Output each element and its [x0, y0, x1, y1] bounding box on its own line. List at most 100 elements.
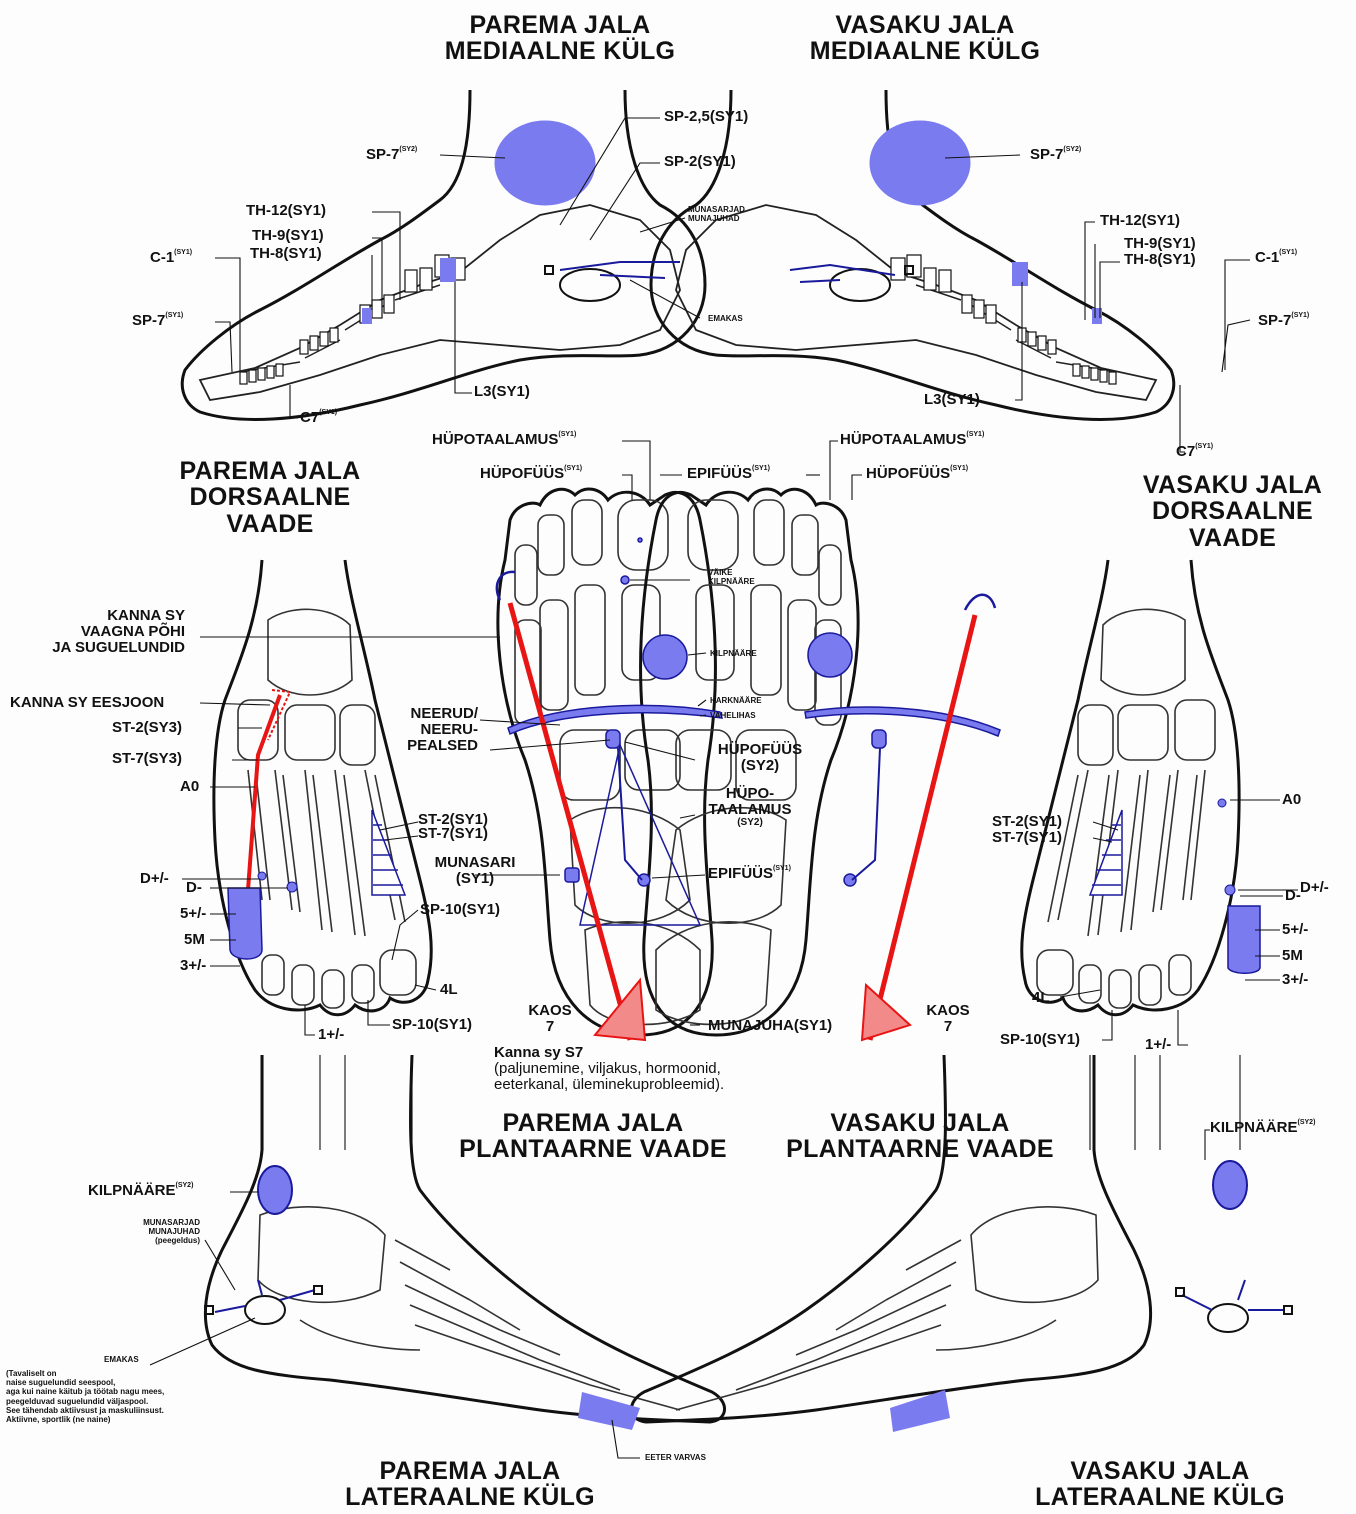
- title-line: PAREMA JALA: [320, 1458, 620, 1484]
- label-line: (paljunemine, viljakus, hormoonid,: [494, 1061, 724, 1077]
- five-m-zone-left: [1228, 906, 1260, 973]
- label-line: peegelduvad suguelundid väljaspool.: [6, 1397, 164, 1406]
- label-sp10-left: SP-10(SY1): [1000, 1032, 1080, 1048]
- label-line: eeterkanal, üleminekuprobleemid).: [494, 1077, 724, 1093]
- title-line: MEDIAALNE KÜLG: [785, 38, 1065, 64]
- label-th9-right: TH-9(SY1): [252, 228, 324, 244]
- uterus-medial-right: [545, 262, 680, 301]
- label-munajuha: MUNAJUHA(SY1): [708, 1018, 832, 1034]
- label-superscript: (SY1): [1195, 443, 1213, 450]
- label-text: EPIFÜÜS: [687, 465, 752, 482]
- label-munasarjad-lateral: MUNASARJAD MUNAJUHAD (peegeldus): [100, 1218, 200, 1246]
- label-sp10-right-bottom: SP-10(SY1): [392, 1017, 472, 1033]
- label-line: aga kui naine käitub ja töötab nagu mees…: [6, 1387, 164, 1396]
- label-eeter-varvas: EETER VARVAS: [645, 1453, 706, 1462]
- label-text: HÜPOTAALAMUS: [432, 431, 558, 448]
- label-line: 7: [520, 1019, 580, 1035]
- label-st7-sy3: ST-7(SY3): [112, 751, 182, 767]
- label-line: (SY2): [700, 758, 820, 774]
- label-st2-sy3: ST-2(SY3): [112, 720, 182, 736]
- label-vahelihas: VAHELIHAS: [710, 711, 756, 720]
- hypofyys-zone-right: [606, 730, 620, 748]
- title-line: DORSAALNE: [1120, 498, 1345, 524]
- label-a0-left: A0: [1282, 792, 1301, 808]
- label-text: C7: [300, 409, 319, 426]
- epifyys-zone-right: [638, 874, 650, 886]
- title-line: LATERAALNE KÜLG: [320, 1484, 620, 1510]
- label-superscript: (SY1): [752, 465, 770, 472]
- label-kilpnaare-lateral-left: KILPNÄÄRE(SY2): [1210, 1120, 1315, 1136]
- label-text: EPIFÜÜS: [708, 865, 773, 882]
- left-dorsal-foot: [1022, 560, 1239, 1015]
- label-line: KAOS: [918, 1003, 978, 1019]
- label-five-right: 5+/-: [180, 906, 206, 922]
- kilpnaare-zone-lateral-right: [258, 1166, 292, 1214]
- label-kaos-right: KAOS 7: [520, 1003, 580, 1035]
- label-superscript: (SY2): [1298, 1119, 1316, 1126]
- label-line: VÄIKE: [708, 568, 755, 577]
- label-kanna-sy: KANNA SY VAAGNA PÕHI JA SUGUELUNDID: [20, 608, 185, 655]
- label-hypofyys-right: HÜPOFÜÜS(SY1): [480, 466, 582, 482]
- sp7-sy2-zone-left: [870, 121, 970, 205]
- label-kanna-s7: Kanna sy S7 (paljunemine, viljakus, horm…: [494, 1045, 724, 1092]
- label-text: SP-7: [1258, 312, 1291, 329]
- label-text: C-1: [150, 249, 174, 266]
- title-line: VASAKU JALA: [1010, 1458, 1310, 1484]
- title-line: VASAKU JALA: [765, 1110, 1075, 1136]
- label-emakas-medial: EMAKAS: [708, 314, 743, 323]
- label-text: HÜPOTAALAMUS: [840, 431, 966, 448]
- kanna-sy-line-dorsal-right: [248, 695, 280, 890]
- label-dpm-left: D+/-: [1300, 880, 1329, 896]
- label-line: HÜPO-: [700, 786, 800, 802]
- label-hypotalamus-sy2: HÜPO- TAALAMUS (SY2): [700, 786, 800, 828]
- label-line: MUNAJUHAD: [100, 1227, 200, 1236]
- title-left-lateral: VASAKU JALA LATERAALNE KÜLG: [1010, 1458, 1310, 1511]
- title-line: PAREMA JALA: [438, 1110, 748, 1136]
- label-line: (SY1): [420, 871, 530, 887]
- label-superscript: (SY1): [564, 465, 582, 472]
- label-one-left: 1+/-: [1145, 1037, 1171, 1053]
- title-line: PAREMA JALA: [420, 12, 700, 38]
- title-line: VASAKU JALA: [785, 12, 1065, 38]
- label-superscript: (SY1): [174, 249, 192, 256]
- uterus-lateral-right: [205, 1280, 322, 1324]
- title-line: MEDIAALNE KÜLG: [420, 38, 700, 64]
- label-st7-sy1-left: ST-7(SY1): [992, 830, 1062, 846]
- label-superscript: (SY1): [165, 312, 183, 319]
- label-superscript: (SY1): [773, 865, 791, 872]
- label-text: C-1: [1255, 249, 1279, 266]
- eeter-varvas-zone-right: [578, 1392, 640, 1430]
- th-zone-right: [362, 308, 372, 324]
- label-superscript: (SY2): [176, 1182, 194, 1189]
- label-three-right: 3+/-: [180, 958, 206, 974]
- label-sp10-right-top: SP-10(SY1): [420, 902, 500, 918]
- title-line: PLANTAARNE VAADE: [438, 1136, 748, 1162]
- label-hypofyys-sy2: HÜPOFÜÜS (SY2): [700, 742, 820, 774]
- title-left-plantar: VASAKU JALA PLANTAARNE VAADE: [765, 1110, 1075, 1163]
- kilpnaare-zone-left: [808, 633, 852, 677]
- title-left-dorsal: VASAKU JALA DORSAALNE VAADE: [1120, 472, 1345, 551]
- label-sp7-sy2-left: SP-7(SY2): [1030, 147, 1081, 163]
- label-kanna-eesjoon: KANNA SY EESJOON: [10, 695, 164, 711]
- label-line: (Tavaliselt on: [6, 1369, 164, 1378]
- kilpnaare-zone-lateral-left: [1213, 1161, 1247, 1209]
- label-l3-right: L3(SY1): [474, 384, 530, 400]
- label-line: MUNASARJAD: [688, 205, 745, 214]
- label-line: TAALAMUS: [700, 802, 800, 818]
- label-superscript: (SY1): [1279, 249, 1297, 256]
- label-st2-sy1-left: ST-2(SY1): [992, 814, 1062, 830]
- label-line: PEALSED: [380, 738, 478, 754]
- label-vaike-kilpnaare: VÄIKE KILPNÄÄRE: [708, 568, 755, 586]
- label-c1-right: C-1(SY1): [150, 250, 192, 266]
- label-hypotalamus-left: HÜPOTAALAMUS(SY1): [840, 432, 984, 448]
- label-line: Kanna sy S7: [494, 1045, 724, 1061]
- label-th8-right: TH-8(SY1): [250, 246, 322, 262]
- munasari-zone-right: [565, 868, 579, 882]
- title-left-medial: VASAKU JALA MEDIAALNE KÜLG: [785, 12, 1065, 65]
- label-c1-left: C-1(SY1): [1255, 250, 1297, 266]
- label-five-left: 5+/-: [1282, 922, 1308, 938]
- label-line: KAOS: [520, 1003, 580, 1019]
- label-dpm-right: D+/-: [140, 871, 169, 887]
- label-line: KILPNÄÄRE: [708, 577, 755, 586]
- five-m-zone-right: [228, 888, 262, 959]
